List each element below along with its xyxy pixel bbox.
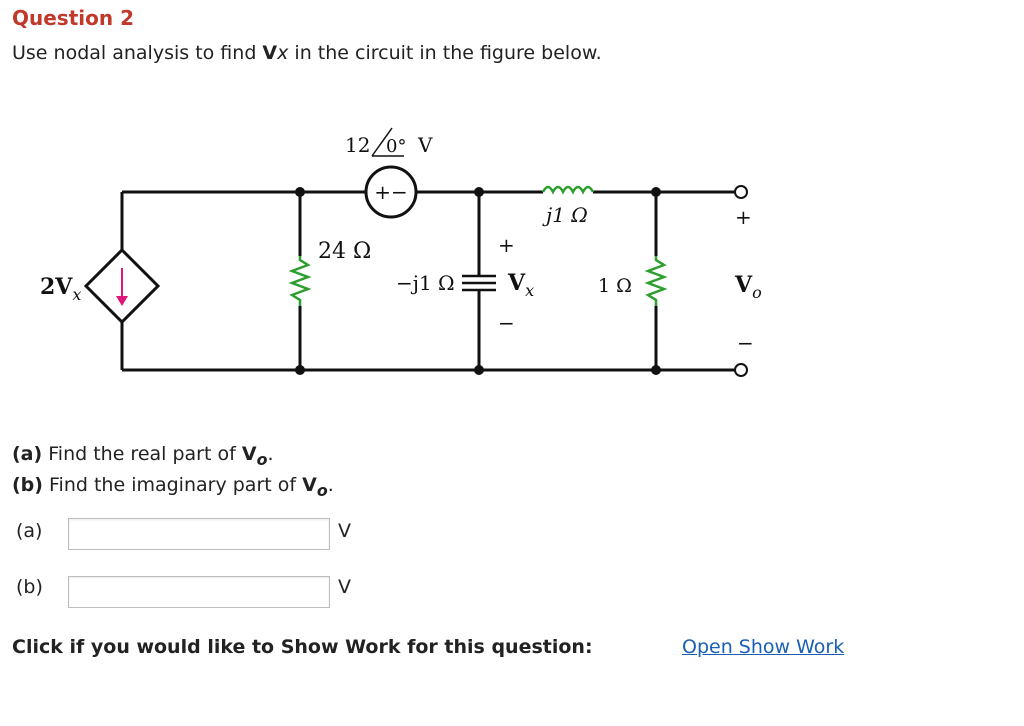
vo-minus: −: [737, 331, 754, 355]
question-prompt: Use nodal analysis to find Vx in the cir…: [12, 42, 602, 64]
open-show-work-link[interactable]: Open Show Work: [682, 636, 845, 658]
resistor-24-label: 24 Ω: [318, 239, 371, 264]
capacitor-label: −j1 Ω: [396, 271, 455, 295]
resistor-24: [288, 256, 312, 306]
prompt-post: in the circuit in the figure below.: [288, 42, 602, 64]
dep-source-label: 2Vx: [40, 274, 81, 304]
inductor: [541, 185, 595, 195]
part-a-text: (a) Find the real part of Vo.: [12, 443, 274, 469]
answer-a-input[interactable]: [68, 518, 330, 550]
answer-b-unit: V: [338, 576, 351, 598]
vo-label: Vo: [734, 272, 762, 302]
wires: [120, 190, 735, 372]
vx-label: Vx: [507, 270, 534, 300]
question-title: Question 2: [12, 6, 134, 30]
source-label: 12 0° V: [345, 127, 433, 157]
part-b-text: (b) Find the imaginary part of Vo.: [12, 474, 334, 500]
vx-minus: −: [498, 311, 515, 335]
terminal-bottom: [734, 363, 748, 377]
prompt-pre: Use nodal analysis to find: [12, 42, 263, 64]
junction-dots: [295, 187, 661, 375]
capacitor: [462, 274, 496, 292]
dependent-current-source: [83, 247, 161, 325]
resistor-1: [644, 256, 668, 306]
prompt-var: V: [262, 42, 278, 64]
answer-a-label: (a): [16, 520, 43, 542]
answer-a-unit: V: [338, 520, 351, 542]
voltage-source: +−: [364, 165, 418, 219]
circuit-diagram: 2Vx +− 12 0° V 24 Ω −j1 Ω + Vx − j1 Ω 1 …: [40, 127, 762, 377]
vo-plus: +: [735, 205, 752, 229]
resistor-1-label: 1 Ω: [598, 275, 632, 297]
svg-text:+−: +−: [374, 180, 408, 204]
answer-b-input[interactable]: [68, 576, 330, 608]
terminal-top: [734, 185, 748, 199]
svg-text:V: V: [417, 133, 433, 157]
vx-plus: +: [498, 233, 515, 257]
prompt-var-sub: x: [277, 42, 289, 64]
svg-text:12: 12: [345, 133, 370, 157]
answer-b-label: (b): [16, 576, 43, 598]
svg-text:0°: 0°: [386, 136, 406, 157]
show-work-text: Click if you would like to Show Work for…: [12, 636, 593, 658]
inductor-label: j1 Ω: [542, 203, 588, 227]
